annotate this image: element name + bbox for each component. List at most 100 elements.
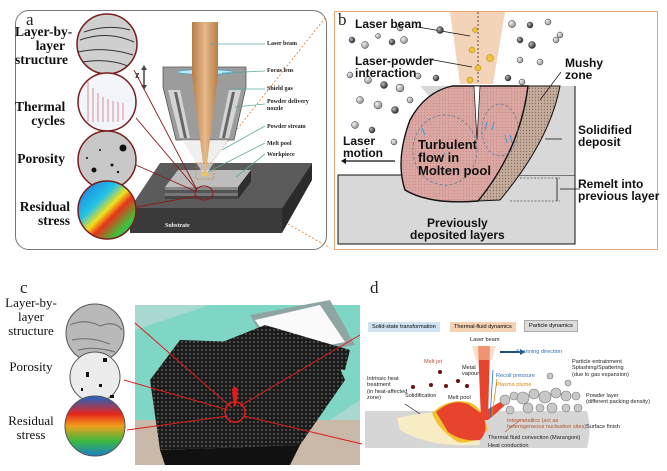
d-label-particle: Particle entrainment Splashing/Spatterin…	[572, 359, 629, 378]
powder-ball	[560, 390, 572, 402]
micrograph-c-layer	[65, 303, 125, 363]
micrograph-porosity	[77, 130, 137, 190]
d-label-surface: Surface finish	[586, 424, 620, 430]
tag-solid-state: Solid-state transformation	[368, 322, 440, 332]
panel-b	[334, 11, 658, 250]
powder-particle	[508, 20, 516, 28]
label-remelt: Remelt into previous layer	[578, 177, 660, 203]
powder-particle	[432, 74, 440, 82]
powder-particle	[400, 36, 408, 44]
powder-layer-particles	[411, 370, 583, 415]
d-label-marangoni: Thermal fluid convection (Marangoni)	[488, 435, 581, 441]
powder-ball	[535, 403, 545, 413]
d-label-intrinsic: Intrinsic heat treatment (in heat-affect…	[367, 376, 408, 402]
melt-droplet	[444, 384, 448, 388]
powder-particle	[526, 21, 534, 29]
chart-thermal-cycles	[77, 72, 137, 132]
label-c-residual-stress: Residual stress	[8, 413, 54, 442]
melt-droplet	[438, 370, 442, 374]
powder-ball	[516, 391, 530, 405]
powder-particle	[536, 58, 544, 66]
powder-particle	[528, 41, 536, 49]
label-turbulent-flow: Turbulent flow in Molten pool	[418, 137, 491, 178]
laser-beam	[192, 22, 218, 172]
powder-particle	[373, 100, 383, 110]
label-solidified-deposit: Solidified deposit	[578, 123, 632, 149]
powder-particle	[414, 72, 422, 80]
powder-ball	[564, 379, 572, 387]
d-label-recoil: Recoil pressure	[496, 373, 535, 379]
label-laser-powder-interaction: Laser-powder interaction	[355, 54, 434, 80]
powder-ball	[571, 391, 581, 401]
powder-particle	[356, 96, 364, 104]
heated-particle	[472, 27, 478, 33]
d-label-solidification: Solidification	[405, 393, 437, 399]
powder-particle	[395, 83, 405, 93]
powder-particle	[380, 81, 388, 89]
panel-c-letter: c	[20, 278, 28, 297]
powder-ball	[538, 390, 552, 404]
d-label-metal-vapour: Metal vapour	[462, 365, 480, 378]
powder-ball	[522, 402, 534, 414]
callout-melt-pool: Melt pool	[267, 141, 292, 147]
callout-leaders	[207, 43, 266, 178]
panel-c-arrows	[123, 322, 363, 445]
highlight-circle	[194, 185, 214, 201]
tag-thermal-fluid: Thermal-fluid dynamics	[450, 322, 516, 332]
powder-particle	[406, 96, 414, 104]
label-laser-motion: Laser motion	[343, 134, 383, 160]
powder-particle	[516, 36, 524, 44]
panel-d-letter: d	[370, 278, 379, 297]
powder-ball	[550, 387, 562, 399]
powder-particle	[348, 36, 356, 44]
label-layer-structure: Layer-by- layer structure	[15, 24, 73, 67]
label-porosity: Porosity	[17, 151, 65, 166]
melt-droplet	[456, 379, 460, 383]
label-c-porosity: Porosity	[9, 359, 53, 374]
workpiece	[165, 170, 251, 199]
callout-powder-nozzle: Powder delivery nozzle	[267, 99, 309, 112]
powder-particle	[544, 18, 552, 26]
label-thermal-cycles: Thermal cycles	[15, 99, 66, 128]
melt-droplet	[429, 383, 433, 387]
panel-b-letter: b	[338, 10, 347, 29]
simulation-residual-stress	[77, 180, 137, 240]
powder-ball	[573, 403, 583, 413]
callout-powder-stream: Powder stream	[267, 124, 306, 130]
powder-particle	[361, 41, 369, 49]
powder-particle	[518, 78, 526, 86]
panel-a-letter: a	[26, 10, 34, 29]
powder-ball	[561, 403, 571, 413]
zoom-box	[195, 162, 215, 180]
d-label-powder-layer: Powder layer (different packing density)	[586, 393, 650, 406]
powder-particle	[436, 26, 444, 34]
powder-particle	[390, 138, 398, 146]
d-label-laser-beam: Laser beam	[470, 337, 500, 343]
label-laser-beam: Laser beam	[355, 17, 422, 31]
powder-ball	[505, 405, 515, 415]
d-label-conduction: Heat conduction	[488, 443, 529, 449]
powder-ball	[528, 388, 540, 400]
powder-particle	[351, 121, 359, 129]
powder-particle	[516, 56, 524, 64]
micrograph-c-porosity	[69, 351, 121, 403]
callout-arrows	[133, 69, 198, 208]
powder-ball	[499, 394, 511, 406]
powder-particle	[368, 126, 376, 134]
powder-particle	[388, 38, 396, 46]
powder-particle	[396, 24, 404, 32]
powder-particle	[556, 31, 564, 39]
callout-shield-gas: Shield gas	[267, 86, 293, 92]
micrograph-layer-structure	[76, 13, 138, 75]
powder-ball	[546, 372, 554, 380]
powder-particle	[391, 106, 399, 114]
label-residual-stress: Residual stress	[19, 199, 70, 228]
label-c-layer-structure: Layer-by- layer structure	[5, 295, 57, 338]
tag-particle-dynamics: Particle dynamics	[524, 320, 578, 332]
d-label-scanning: Scanning direction	[516, 349, 563, 355]
melt-droplet	[411, 385, 415, 389]
callout-focus-lens: Focus lens	[267, 68, 294, 74]
d-label-melt-jet: Melt jet	[424, 359, 443, 365]
powder-particle	[364, 76, 372, 84]
